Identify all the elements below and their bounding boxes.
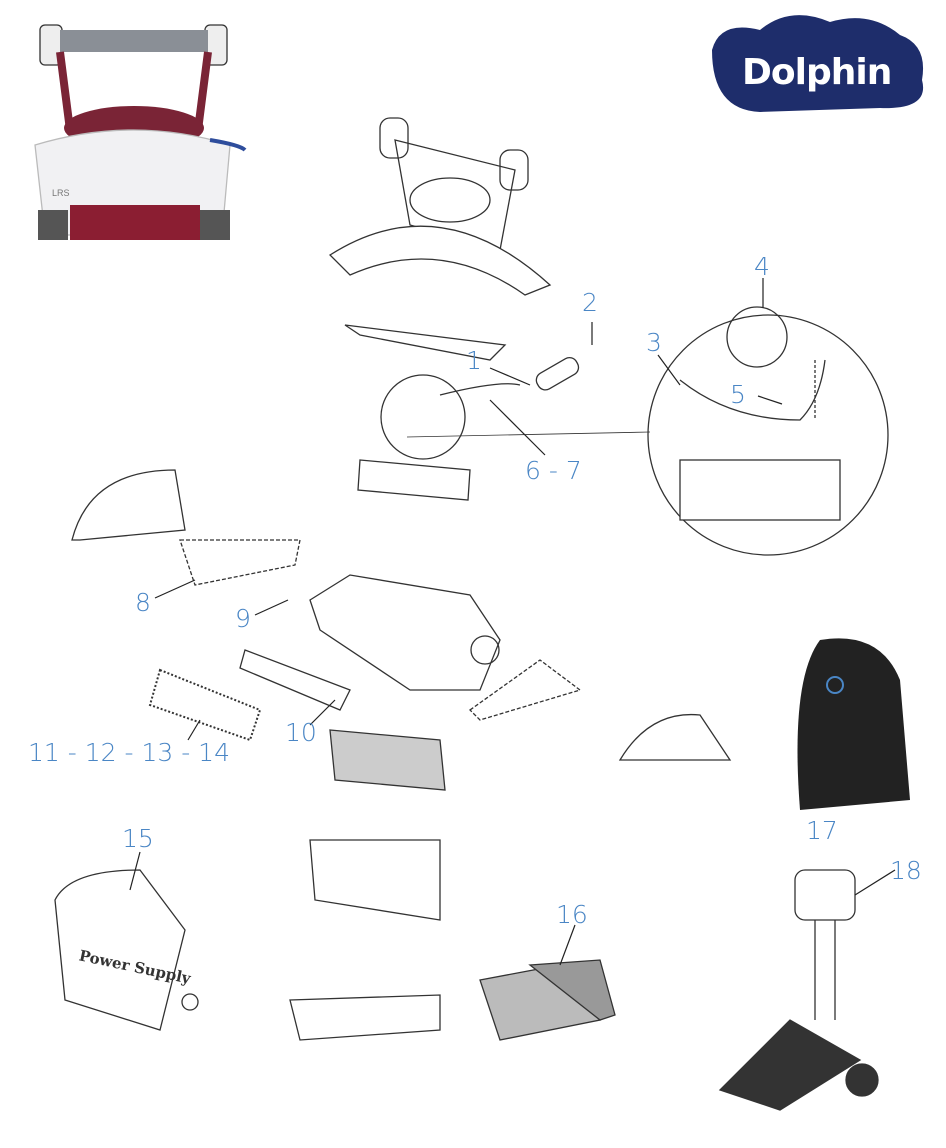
top-cover-assembly [328,117,552,361]
brand-logo-text: Dolphin [742,52,892,93]
callout-10: 10 [285,718,317,747]
filter-basket [289,729,446,1041]
callout-2: 2 [582,288,598,317]
callout-9: 9 [235,604,251,633]
track-right [468,659,732,761]
motor-unit [357,306,889,556]
filter-cartridges [479,959,616,1041]
power-supply [54,869,199,1031]
callout-6-7: 6 - 7 [525,456,582,485]
model-label: LRS [52,188,70,198]
callout-8: 8 [135,588,151,617]
callout-16: 16 [556,900,588,929]
callout-11-14: 11 - 12 - 13 - 14 [28,738,230,767]
callout-3: 3 [646,328,662,357]
callout-4: 4 [754,252,770,281]
callout-18: 18 [890,856,922,885]
caddy-trolley [718,869,879,1111]
callout-17: 17 [806,816,838,845]
callout-5: 5 [730,380,746,409]
callout-15: 15 [122,824,154,853]
robot-product-photo [34,24,247,240]
side-panel-left [71,469,301,586]
leader-lines [129,278,896,966]
dolphin-logo [712,15,924,112]
callout-1: 1 [466,346,482,375]
brush-and-roller [148,649,351,742]
carry-bag [797,638,910,810]
chassis [309,574,501,691]
